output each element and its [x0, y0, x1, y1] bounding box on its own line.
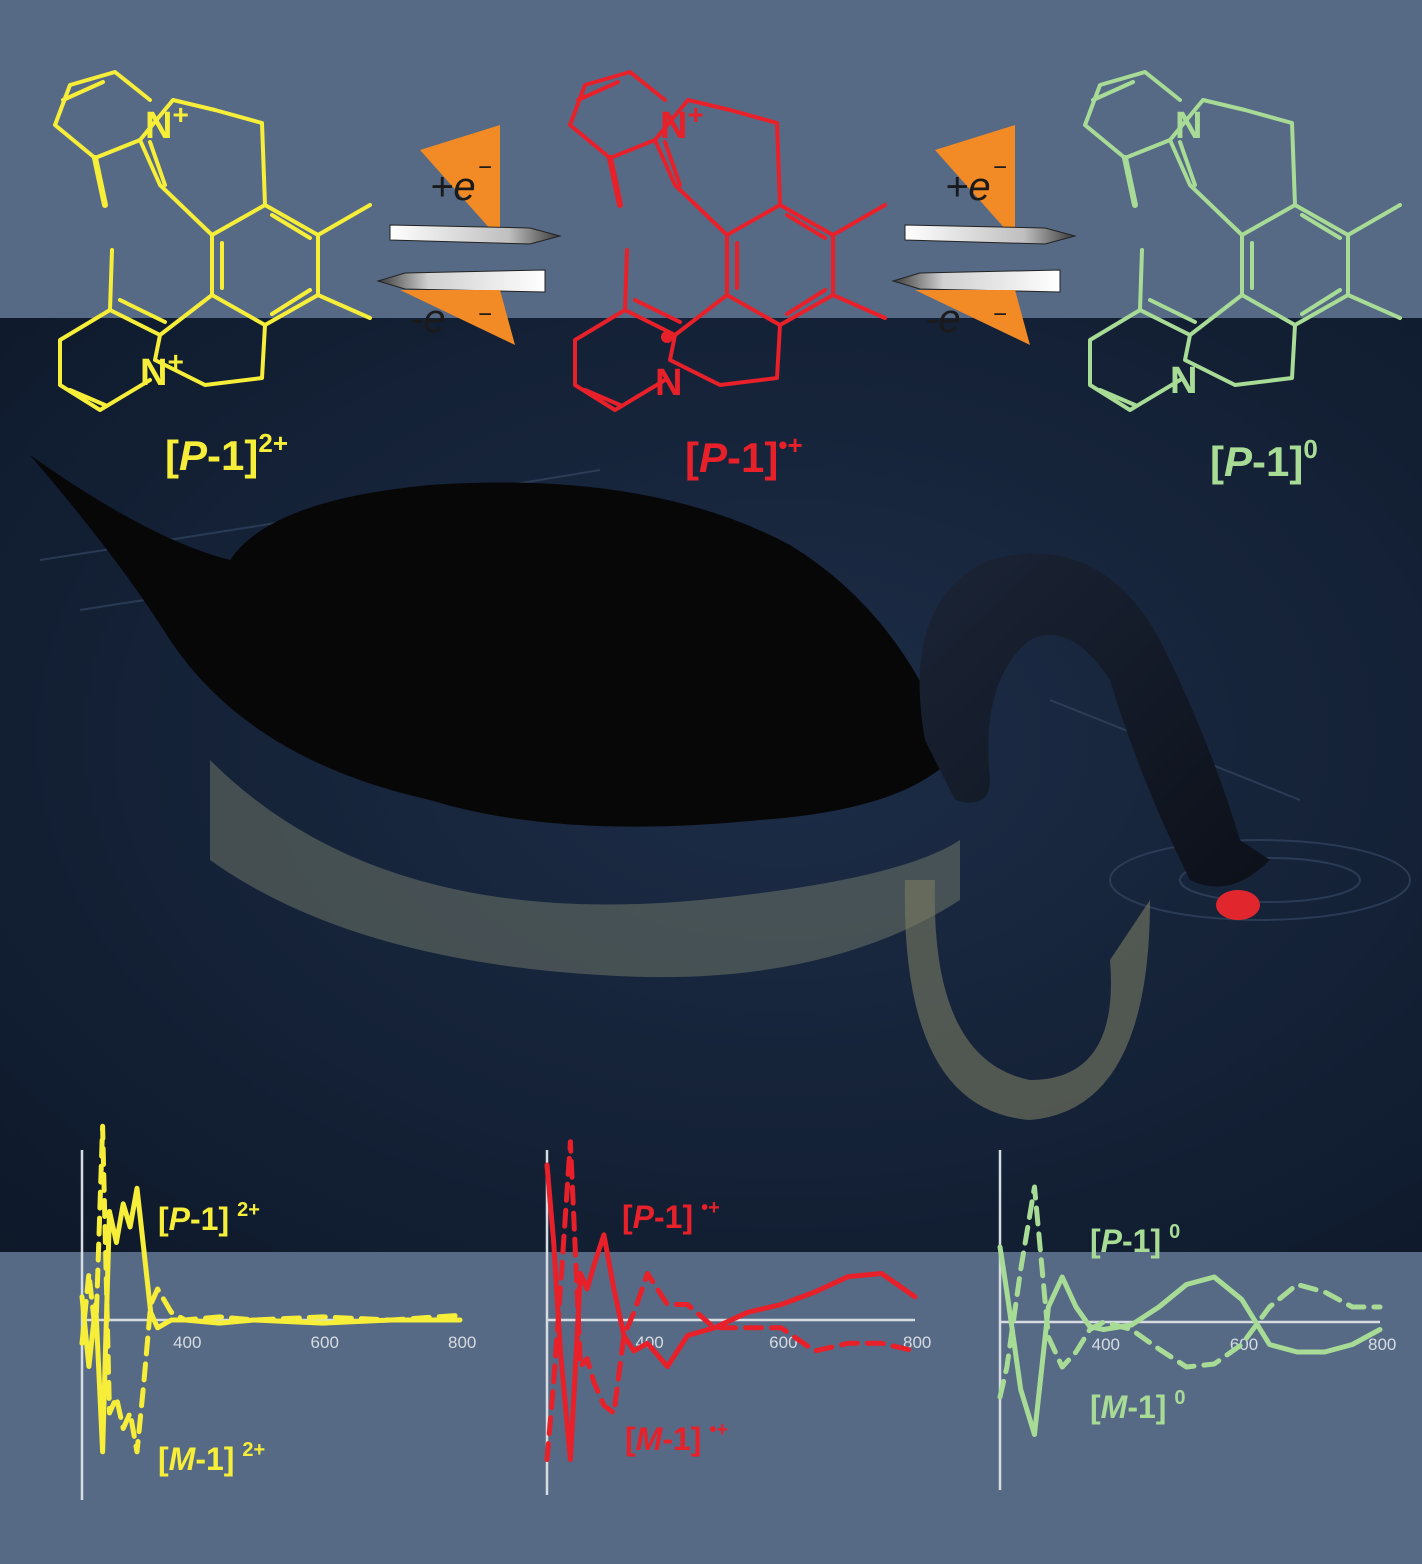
lower-pyridine	[58, 308, 162, 412]
x-tick-label: 600	[311, 1333, 339, 1352]
x-tick-label: 800	[1368, 1335, 1396, 1354]
x-tick-label: 800	[448, 1333, 476, 1352]
upper-bridge	[1168, 98, 1297, 237]
upper-pyridine-double	[576, 80, 682, 187]
series-label: [M-1]•+	[625, 1419, 728, 1457]
series-label: [P-1]0	[1090, 1221, 1180, 1259]
upper-bridge	[138, 98, 267, 237]
lower-bridge	[153, 293, 267, 387]
cd-chart-1: 400 600 800 [P-1]2+ [M-1]2+	[79, 1123, 476, 1500]
swan-neck	[919, 553, 1270, 887]
lower-pyridine-double	[68, 298, 167, 407]
upper-bridge	[653, 98, 782, 237]
swan-body	[30, 455, 950, 827]
lower-pyridine-double	[1098, 298, 1197, 407]
lower-methyl	[1138, 248, 1144, 312]
lower-bridge	[1183, 293, 1297, 387]
add-electron-label: +e	[430, 165, 476, 209]
central-ring-double-bonds	[220, 213, 312, 316]
lower-bridge	[668, 293, 782, 387]
series-line-p-enantiomer	[997, 1244, 1383, 1437]
series-label: [P-1]•+	[622, 1197, 720, 1235]
series-line-m-enantiomer	[997, 1184, 1383, 1400]
methyl-groups	[831, 203, 887, 320]
n-atom: N	[655, 362, 682, 404]
species-labels: [P-1]2+ [P-1]•+ [P-1]0	[165, 428, 1318, 485]
remove-electron-label: -e	[410, 297, 446, 341]
series-label: [P-1]2+	[158, 1199, 260, 1237]
arrow-triangle-top	[420, 125, 500, 240]
add-electron-label: +e	[945, 165, 991, 209]
n-atom: N	[1175, 105, 1202, 147]
bottom-panel	[0, 1252, 1422, 1559]
lower-methyl	[623, 248, 629, 312]
molecule-neutral: NN	[1083, 70, 1402, 412]
remove-electron-label: -e	[925, 297, 961, 341]
arrow-triangle-bottom	[915, 290, 1030, 345]
upper-pyridine	[1083, 70, 1182, 160]
n-plus-atom: N+	[140, 346, 184, 394]
molecule-radical-cation: N+ N	[568, 70, 887, 412]
series-label: [M-1]0	[1090, 1387, 1186, 1425]
remove-electron-sup: −	[478, 301, 492, 328]
cd-spectra: 400 600 800 [P-1]2+ [M-1]2+ 400 600 800 [P-1]•+ […	[79, 1123, 1396, 1500]
redox-arrows: +e−-e−+e−-e−	[376, 125, 1077, 345]
upper-methyl	[1122, 155, 1138, 208]
x-tick-label: 400	[1092, 1335, 1120, 1354]
upper-pyridine	[53, 70, 152, 160]
remove-electron-sup: −	[993, 301, 1007, 328]
x-tick-label: 600	[769, 1333, 797, 1352]
series-line-m-enantiomer	[544, 1139, 918, 1462]
arrow-triangle-top	[935, 125, 1015, 240]
arrow-triangle-bottom	[400, 290, 515, 345]
central-ring-double-bonds	[1250, 213, 1342, 316]
swan-neck-reflection	[904, 880, 1150, 1120]
x-tick-label: 800	[903, 1333, 931, 1352]
n-plus-atom: N+	[145, 99, 189, 147]
equilibrium-arrow-1: +e−-e−	[376, 125, 562, 345]
forward-arrow	[904, 224, 1077, 245]
upper-pyridine	[568, 70, 667, 160]
swan-reflection	[210, 760, 960, 978]
series-line-p-enantiomer	[544, 1162, 918, 1462]
n-plus-atom: N+	[660, 99, 704, 147]
reverse-arrow	[376, 269, 546, 293]
lower-methyl	[108, 248, 114, 312]
methyl-groups	[316, 203, 372, 320]
series-line-p-enantiomer	[79, 1185, 463, 1455]
series-line-m-enantiomer	[79, 1123, 463, 1455]
reverse-arrow	[891, 269, 1061, 293]
forward-arrow	[389, 224, 562, 245]
black-swan	[30, 455, 1270, 1120]
label-neutral: [P-1]0	[1210, 434, 1318, 485]
molecule-layer: N+N+N+NNN	[53, 70, 1402, 412]
label-dication: [P-1]2+	[165, 428, 288, 479]
molecule-dication: N+ N+	[53, 70, 372, 412]
equilibrium-arrow-2: +e−-e−	[891, 125, 1077, 345]
upper-methyl	[607, 155, 623, 208]
radical-dot	[661, 331, 673, 343]
lower-pyridine	[573, 308, 677, 412]
central-ring-double-bonds	[735, 213, 827, 316]
x-tick-label: 400	[173, 1333, 201, 1352]
add-electron-sup: −	[478, 154, 492, 181]
methyl-groups	[1346, 203, 1402, 320]
upper-methyl	[92, 155, 108, 208]
lower-pyridine	[1088, 308, 1192, 412]
upper-pyridine-double	[61, 80, 167, 187]
label-radical-cation: [P-1]•+	[685, 430, 803, 481]
n-atom: N	[1170, 360, 1197, 402]
add-electron-sup: −	[993, 154, 1007, 181]
upper-pyridine-double	[1091, 80, 1197, 187]
lower-pyridine-double	[583, 298, 682, 407]
series-label: [M-1]2+	[158, 1439, 265, 1477]
swan-beak	[1216, 890, 1260, 920]
